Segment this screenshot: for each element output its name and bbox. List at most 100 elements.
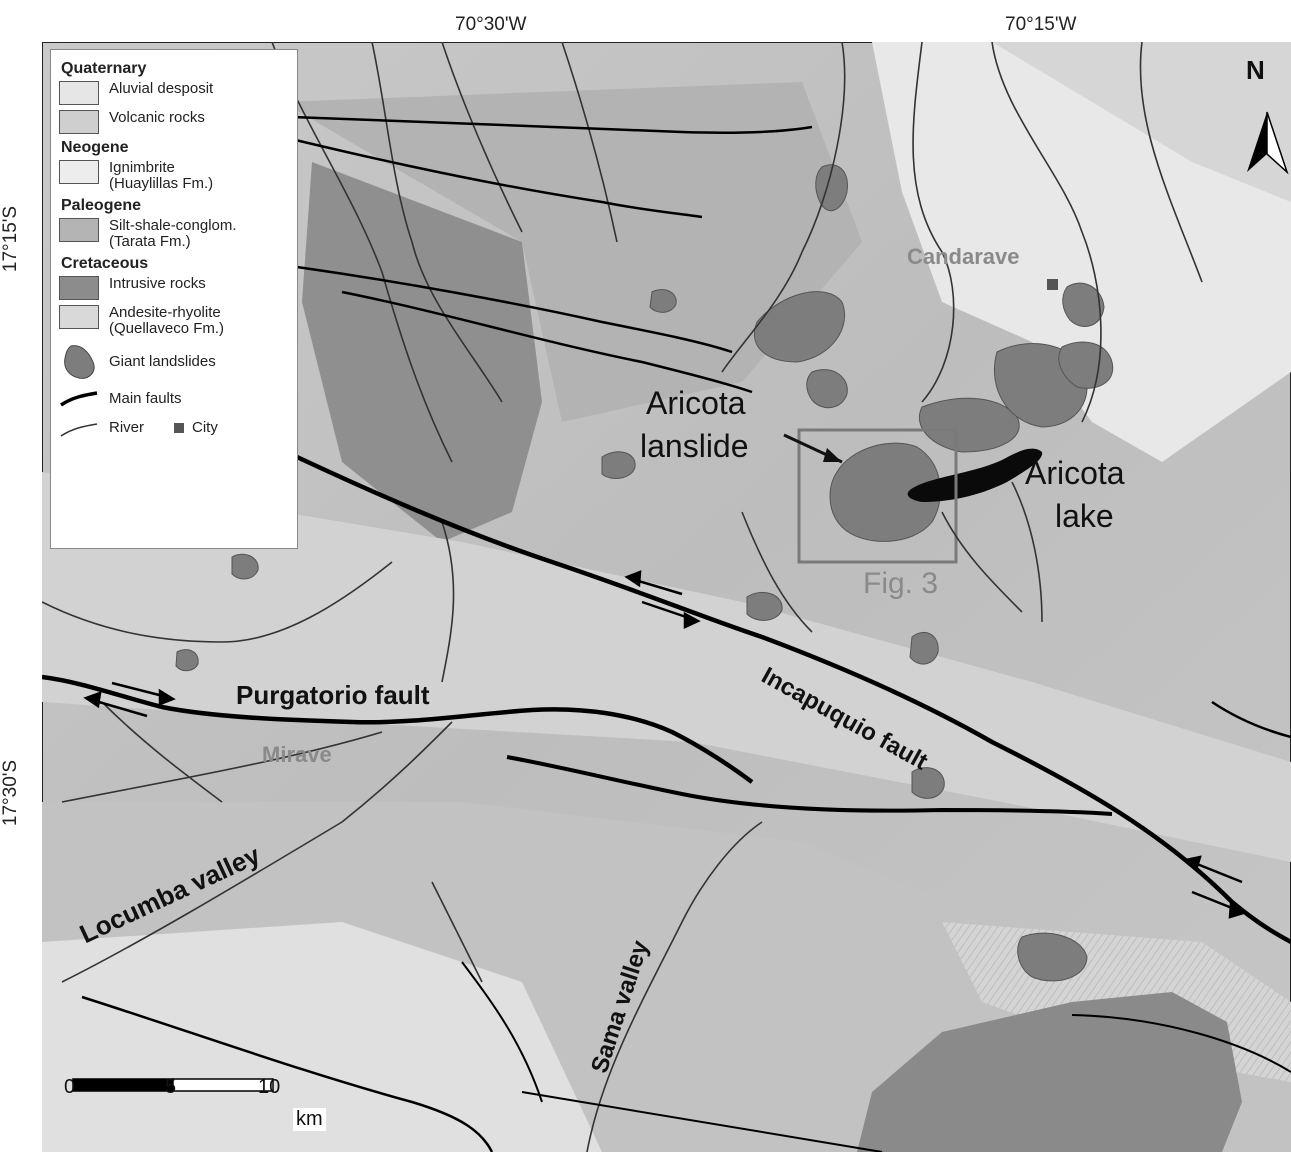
volcanic-ne — [992, 42, 1291, 202]
landslide-small-10 — [175, 649, 199, 672]
city-marker-candarave — [1047, 279, 1058, 290]
aricota-landslide — [829, 442, 941, 542]
legend-item-volcanic: Volcanic rocks — [59, 110, 289, 134]
northern-fault-3 — [296, 265, 733, 354]
landslide-small-3 — [601, 451, 636, 479]
andesite-band-center — [42, 472, 1291, 862]
northern-fault-4 — [341, 290, 753, 394]
aluvial-sw — [42, 922, 602, 1152]
sw-fault — [81, 995, 494, 1152]
legend-item-faults: Main faults — [59, 387, 289, 411]
legend-heading-cretaceous: Cretaceous — [61, 255, 149, 272]
se-fault — [521, 1091, 883, 1152]
faults — [42, 115, 1291, 1152]
geologic-map — [42, 42, 1291, 1152]
aricota-lanslide-label-line2: lanslide — [640, 428, 749, 464]
swatch-intrusive — [59, 276, 99, 300]
swatch-andesite — [59, 305, 99, 329]
legend-heading-neogene: Neogene — [61, 139, 129, 156]
landslide-lake-north — [918, 397, 1020, 453]
rivers — [42, 42, 1203, 1152]
landslides — [175, 164, 1114, 982]
river-line-icon — [60, 423, 98, 437]
legend-heading-quaternary: Quaternary — [61, 60, 147, 77]
legend-label-ignimbrite-l1: Ignimbrite — [109, 159, 175, 176]
landslide-small-2 — [806, 369, 848, 409]
scale-tick-10: 10 — [258, 1076, 281, 1098]
legend-heading-paleogene: Paleogene — [61, 197, 142, 214]
incapuquio-fault — [296, 454, 1291, 944]
northern-fault-2 — [221, 120, 703, 219]
legend-item-tarata: Silt-shale-conglom. (Tarata Fm.) — [59, 218, 289, 250]
swatch-aluvial — [59, 81, 99, 105]
landslide-small-5 — [909, 632, 939, 665]
fig3-label: Fig. 3 — [863, 567, 939, 600]
aricota-lake — [907, 448, 1043, 502]
legend-item-andesite: Andesite-rhyolite (Quellaveco Fm.) — [59, 305, 289, 337]
latitude-label-17-30: 17°30'S — [0, 759, 22, 827]
north-arrow-icon — [1247, 111, 1289, 175]
legend-item-intrusive: Intrusive rocks — [59, 276, 289, 300]
legend-item-ignimbrite: Ignimbrite (Huaylillas Fm.) — [59, 160, 289, 192]
legend-label-ignimbrite-l2: (Huaylillas Fm.) — [109, 175, 214, 192]
map-legend: Quaternary Aluvial desposit Volcanic roc… — [50, 49, 298, 549]
purgatorio-fault — [42, 674, 754, 784]
fault-slip-arrows — [83, 570, 1246, 919]
swatch-volcanic — [59, 110, 99, 134]
legend-label-tarata: Silt-shale-conglom. (Tarata Fm.) — [109, 218, 237, 250]
swatch-ignimbrite — [59, 160, 99, 184]
aricota-lake-label-line1: Aricota — [1025, 455, 1125, 491]
legend-item-river-city: River City — [59, 416, 289, 440]
southern-fault — [506, 755, 1113, 816]
landslide-small-8 — [746, 592, 783, 621]
aricota-lanslide-label-line1: Aricota — [646, 385, 746, 421]
legend-label-andesite-l1: Andesite-rhyolite — [109, 304, 221, 321]
scale-tick-5: 5 — [165, 1076, 177, 1098]
north-label: N — [1246, 55, 1265, 85]
landslide-small-6 — [911, 767, 945, 799]
longitude-label-70-30: 70°30'W — [455, 14, 527, 35]
legend-label-intrusive: Intrusive rocks — [109, 275, 206, 292]
purgatorio-fault-label: Purgatorio fault — [236, 680, 430, 710]
intrusive-body-se — [857, 992, 1242, 1152]
latitude-label-17-15: 17°15'S — [0, 205, 22, 273]
legend-item-landslides: Giant landslides — [59, 342, 289, 382]
east-fault — [1211, 700, 1291, 739]
scale-bar — [72, 1078, 274, 1092]
landslide-small-9 — [231, 553, 259, 580]
landslide-ne-2 — [1058, 341, 1114, 389]
legend-label-volcanic: Volcanic rocks — [109, 109, 205, 126]
intrusive-ridges-nw — [302, 162, 542, 542]
legend-label-aluvial: Aluvial desposit — [109, 80, 214, 97]
swatch-tarata — [59, 218, 99, 242]
legend-label-andesite-l2: (Quellaveco Fm.) — [109, 320, 225, 337]
northern-fault-1 — [291, 115, 813, 135]
legend-label-ignimbrite: Ignimbrite (Huaylillas Fm.) — [109, 160, 213, 192]
landslide-small-7 — [1017, 932, 1088, 982]
scale-unit: km — [293, 1108, 326, 1131]
fig3-box — [797, 428, 958, 564]
legend-label-landslides: Giant landslides — [109, 353, 216, 370]
candarave-label: Candarave — [907, 244, 1020, 269]
landslide-ne-3 — [1062, 282, 1105, 327]
legend-label-tarata-l2: (Tarata Fm.) — [109, 233, 191, 250]
south-fault-2 — [461, 961, 543, 1103]
city-square-icon — [174, 423, 185, 433]
legend-label-faults: Main faults — [109, 390, 182, 407]
swatch-landslide-icon — [64, 345, 95, 379]
legend-item-aluvial: Aluvial desposit — [59, 81, 289, 105]
longitude-label-70-15: 70°15'W — [1005, 14, 1077, 35]
fig3-arrow-head — [823, 448, 842, 462]
landslide-candarave-w — [753, 291, 846, 363]
legend-label-andesite: Andesite-rhyolite (Quellaveco Fm.) — [109, 305, 224, 337]
fault-line-icon — [60, 391, 98, 407]
legend-label-city: City — [192, 419, 218, 436]
legend-label-tarata-l1: Silt-shale-conglom. — [109, 217, 237, 234]
aricota-lake-label-line2: lake — [1055, 498, 1114, 534]
tarata-band — [282, 82, 862, 422]
mirave-label: Mirave — [262, 742, 332, 767]
scale-tick-0: 0 — [64, 1076, 76, 1098]
legend-label-river: River — [109, 419, 145, 436]
landslide-small-4 — [649, 289, 677, 313]
se-fault-3 — [1071, 1014, 1291, 1073]
